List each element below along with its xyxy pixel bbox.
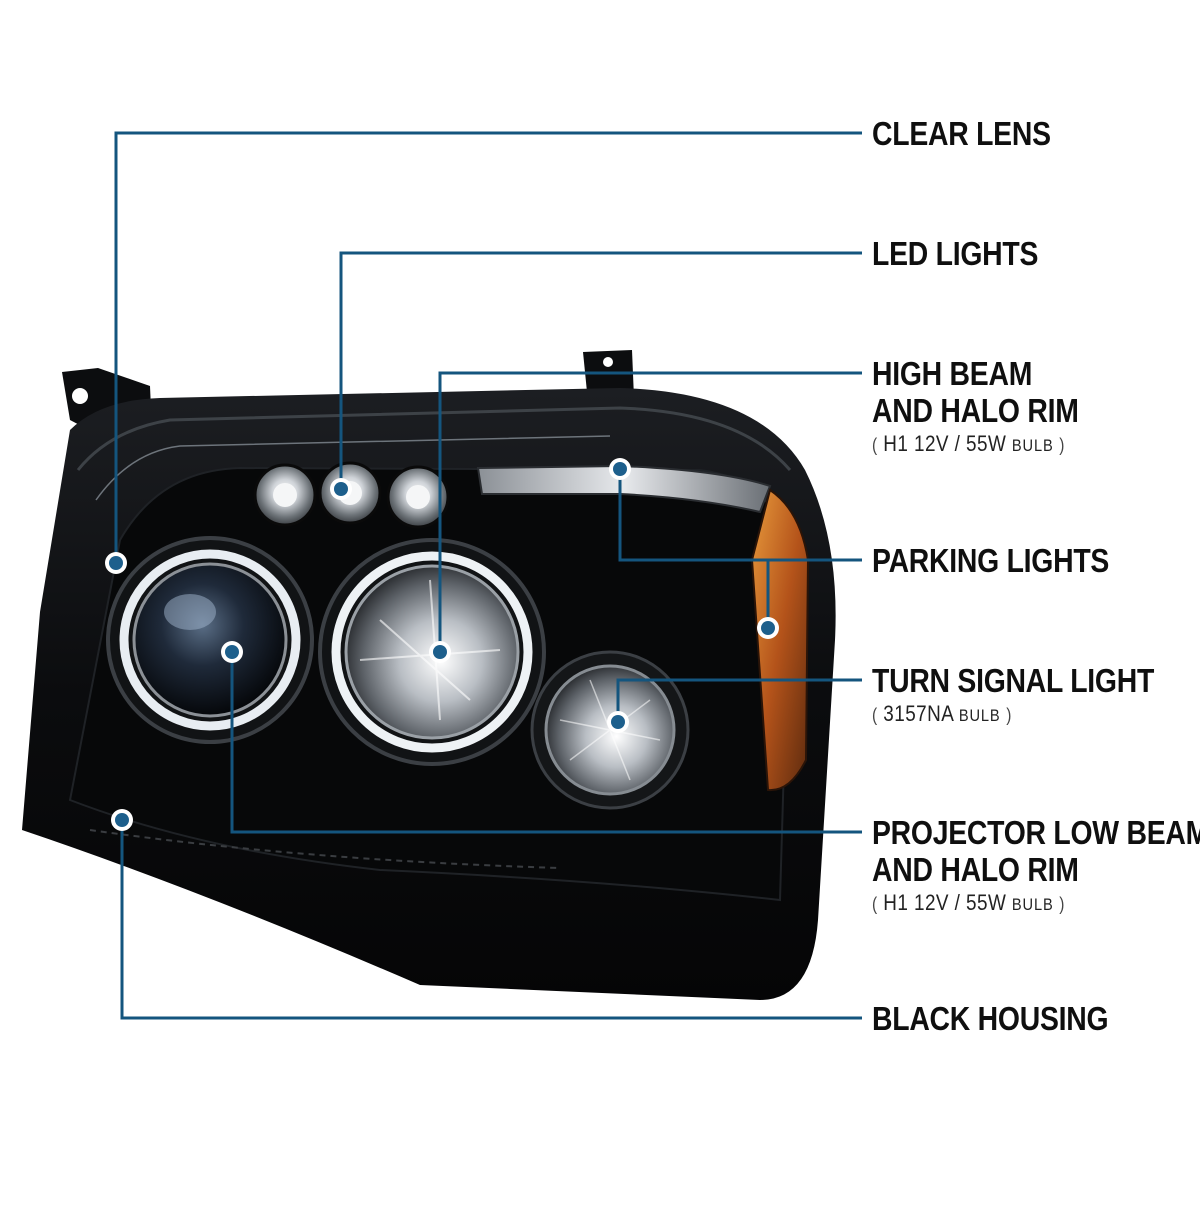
callout-line-projector bbox=[230, 652, 862, 834]
callout-dot-icon bbox=[609, 458, 631, 480]
label-led-lights: LED LIGHTS bbox=[872, 235, 1038, 272]
label-clear-lens: CLEAR LENS bbox=[872, 115, 1051, 152]
label-black-housing: BLACK HOUSING bbox=[872, 1000, 1109, 1037]
callout-dots bbox=[105, 458, 779, 831]
label-high-beam-title-1: HIGH BEAM bbox=[872, 355, 1033, 392]
callout-dot-icon bbox=[330, 478, 352, 500]
callout-line-turn-signal bbox=[766, 558, 862, 628]
label-parking-lights-title: PARKING LIGHTS bbox=[872, 542, 1110, 579]
callout-line-led-lights bbox=[339, 251, 862, 489]
callout-dot-icon bbox=[221, 641, 243, 663]
callout-dot-icon bbox=[429, 641, 451, 663]
callout-line-turn-signal-2 bbox=[616, 678, 862, 722]
note-spec: 3157NA bbox=[883, 701, 954, 726]
callout-dot-icon bbox=[111, 809, 133, 831]
callout-line-clear-lens bbox=[114, 131, 862, 563]
label-black-housing-title: BLACK HOUSING bbox=[872, 1000, 1109, 1037]
parking-light-strip bbox=[476, 464, 772, 514]
led-cluster bbox=[253, 461, 450, 529]
note-open-paren: ( bbox=[872, 435, 878, 455]
note-spec: H1 12V / 55W bbox=[883, 431, 1007, 456]
label-turn-signal-title: TURN SIGNAL LIGHT bbox=[872, 662, 1155, 699]
label-high-beam-note: ( H1 12V / 55W BULB ) bbox=[872, 429, 1079, 461]
note-unit: BULB bbox=[958, 706, 1001, 725]
note-close-paren: ) bbox=[1006, 705, 1012, 725]
label-projector-low-beam: PROJECTOR LOW BEAM AND HALO RIM ( H1 12V… bbox=[872, 814, 1200, 920]
label-high-beam-title-2: AND HALO RIM bbox=[872, 392, 1079, 429]
callout-line-high-beam bbox=[438, 371, 862, 652]
callout-dot-icon bbox=[607, 711, 629, 733]
callout-dot-icon bbox=[757, 617, 779, 639]
note-unit: BULB bbox=[1011, 895, 1054, 914]
note-spec: H1 12V / 55W bbox=[883, 890, 1007, 915]
turn-signal-assembly bbox=[530, 650, 690, 810]
label-high-beam: HIGH BEAM AND HALO RIM ( H1 12V / 55W BU… bbox=[872, 355, 1079, 461]
callout-lines bbox=[114, 131, 862, 1020]
amber-side-marker bbox=[750, 488, 810, 792]
callout-line-black-housing bbox=[120, 820, 862, 1020]
note-unit: BULB bbox=[1011, 436, 1054, 455]
note-close-paren: ) bbox=[1059, 435, 1065, 455]
callout-dot-icon bbox=[105, 552, 127, 574]
label-projector-title-1: PROJECTOR LOW BEAM bbox=[872, 814, 1200, 851]
note-open-paren: ( bbox=[872, 705, 878, 725]
note-open-paren: ( bbox=[872, 894, 878, 914]
label-turn-signal: TURN SIGNAL LIGHT ( 3157NA BULB ) bbox=[872, 662, 1154, 731]
label-led-lights-title: LED LIGHTS bbox=[872, 235, 1039, 272]
label-parking-lights: PARKING LIGHTS bbox=[872, 542, 1109, 579]
label-clear-lens-title: CLEAR LENS bbox=[872, 115, 1051, 152]
note-close-paren: ) bbox=[1059, 894, 1065, 914]
label-turn-signal-note: ( 3157NA BULB ) bbox=[872, 699, 1154, 731]
projector-assembly bbox=[106, 536, 314, 744]
label-projector-note: ( H1 12V / 55W BULB ) bbox=[872, 888, 1200, 920]
label-projector-title-2: AND HALO RIM bbox=[872, 851, 1079, 888]
